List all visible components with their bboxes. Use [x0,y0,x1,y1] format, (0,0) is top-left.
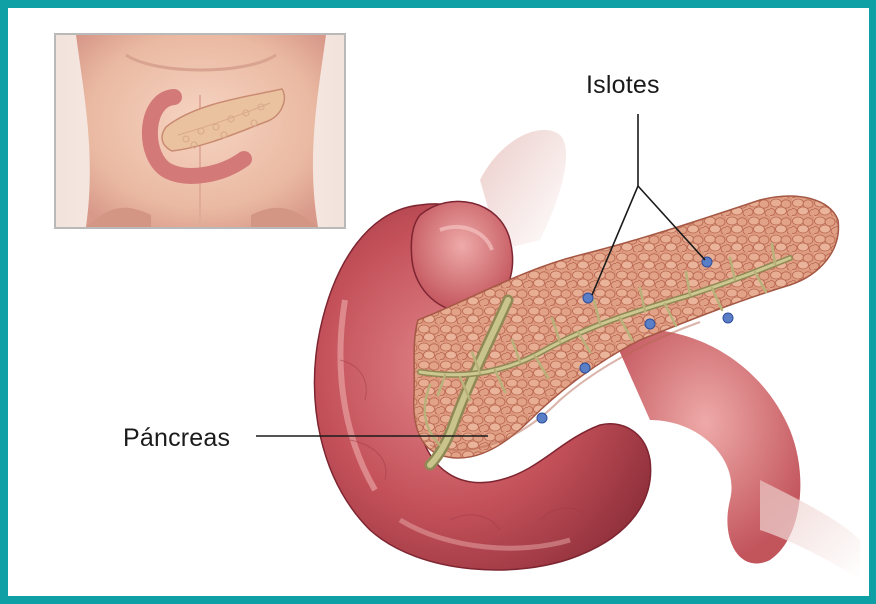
islets-label: Islotes [586,71,660,100]
pancreas-label: Páncreas [123,424,230,453]
